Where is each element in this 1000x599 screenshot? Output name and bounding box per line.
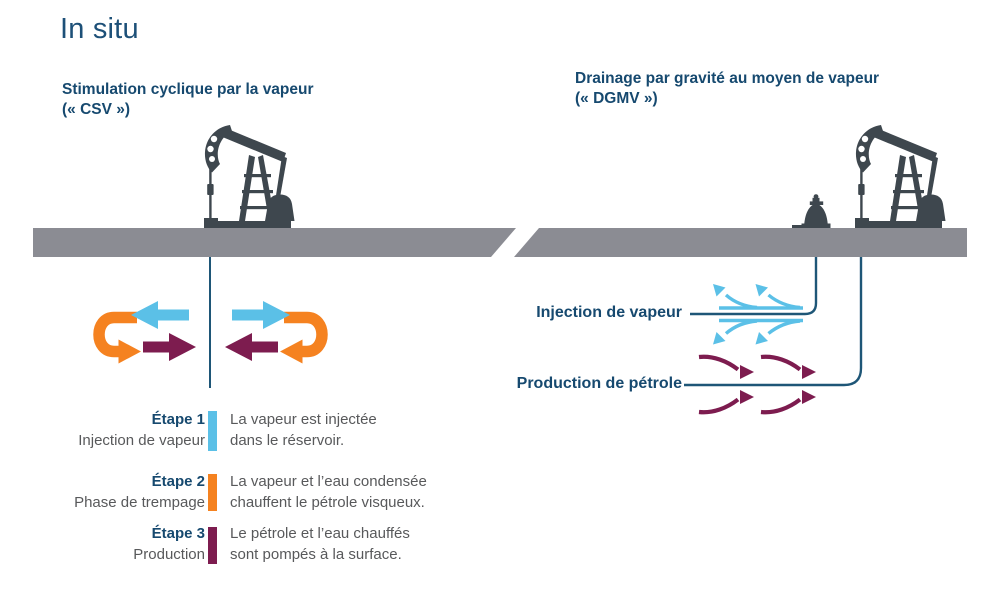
legend-stage-name: Phase de trempage: [74, 494, 205, 511]
legend-desc-line: chauffent le pétrole visqueux.: [230, 494, 425, 511]
legend-color-bar-maroon: [208, 527, 217, 564]
oil-arrows: [698, 354, 816, 415]
legend-color-bar-orange: [208, 474, 217, 511]
dgmv-pipes: [684, 257, 863, 387]
pumpjack-icon: [855, 125, 946, 228]
dgmv-heading-line1: Drainage par gravité au moyen de vapeur: [575, 70, 880, 87]
legend-desc-line: dans le réservoir.: [230, 432, 345, 449]
injection-pipe: [690, 257, 818, 316]
steam-arrows: [713, 284, 803, 345]
csv-heading-line1: Stimulation cyclique par la vapeur: [62, 81, 314, 98]
legend-stage-name: Injection de vapeur: [78, 432, 205, 449]
legend-stage-label: Étape 3: [151, 525, 205, 542]
legend-stage-label: Étape 2: [151, 473, 205, 490]
production-pipe: [684, 257, 863, 387]
ground-surface: [33, 228, 967, 257]
legend-desc-line: sont pompés à la surface.: [230, 546, 402, 563]
production-label: Production de pétrole: [516, 375, 682, 392]
legend-desc-line: La vapeur et l’eau condensée: [230, 473, 427, 490]
page-title: In situ: [60, 13, 139, 45]
ground-right: [514, 228, 967, 257]
wellhead-icon: [792, 194, 831, 228]
legend-stage-label: Étape 1: [151, 411, 205, 428]
dgmv-method-heading: Drainage par gravité au moyen de vapeur …: [575, 69, 965, 109]
legend-desc-line: Le pétrole et l’eau chauffés: [230, 525, 410, 542]
ground-left: [33, 228, 516, 257]
legend-color-bar-cyan: [208, 411, 217, 451]
injection-label: Injection de vapeur: [536, 304, 682, 321]
csv-method-heading: Stimulation cyclique par la vapeur (« CS…: [62, 80, 362, 120]
csv-heading-line2: (« CSV »): [62, 101, 131, 118]
pumpjack-icon: [204, 125, 295, 228]
legend-desc-line: La vapeur est injectée: [230, 411, 377, 428]
legend-stage-name: Production: [133, 546, 205, 563]
dgmv-heading-line2: (« DGMV »): [575, 90, 658, 107]
